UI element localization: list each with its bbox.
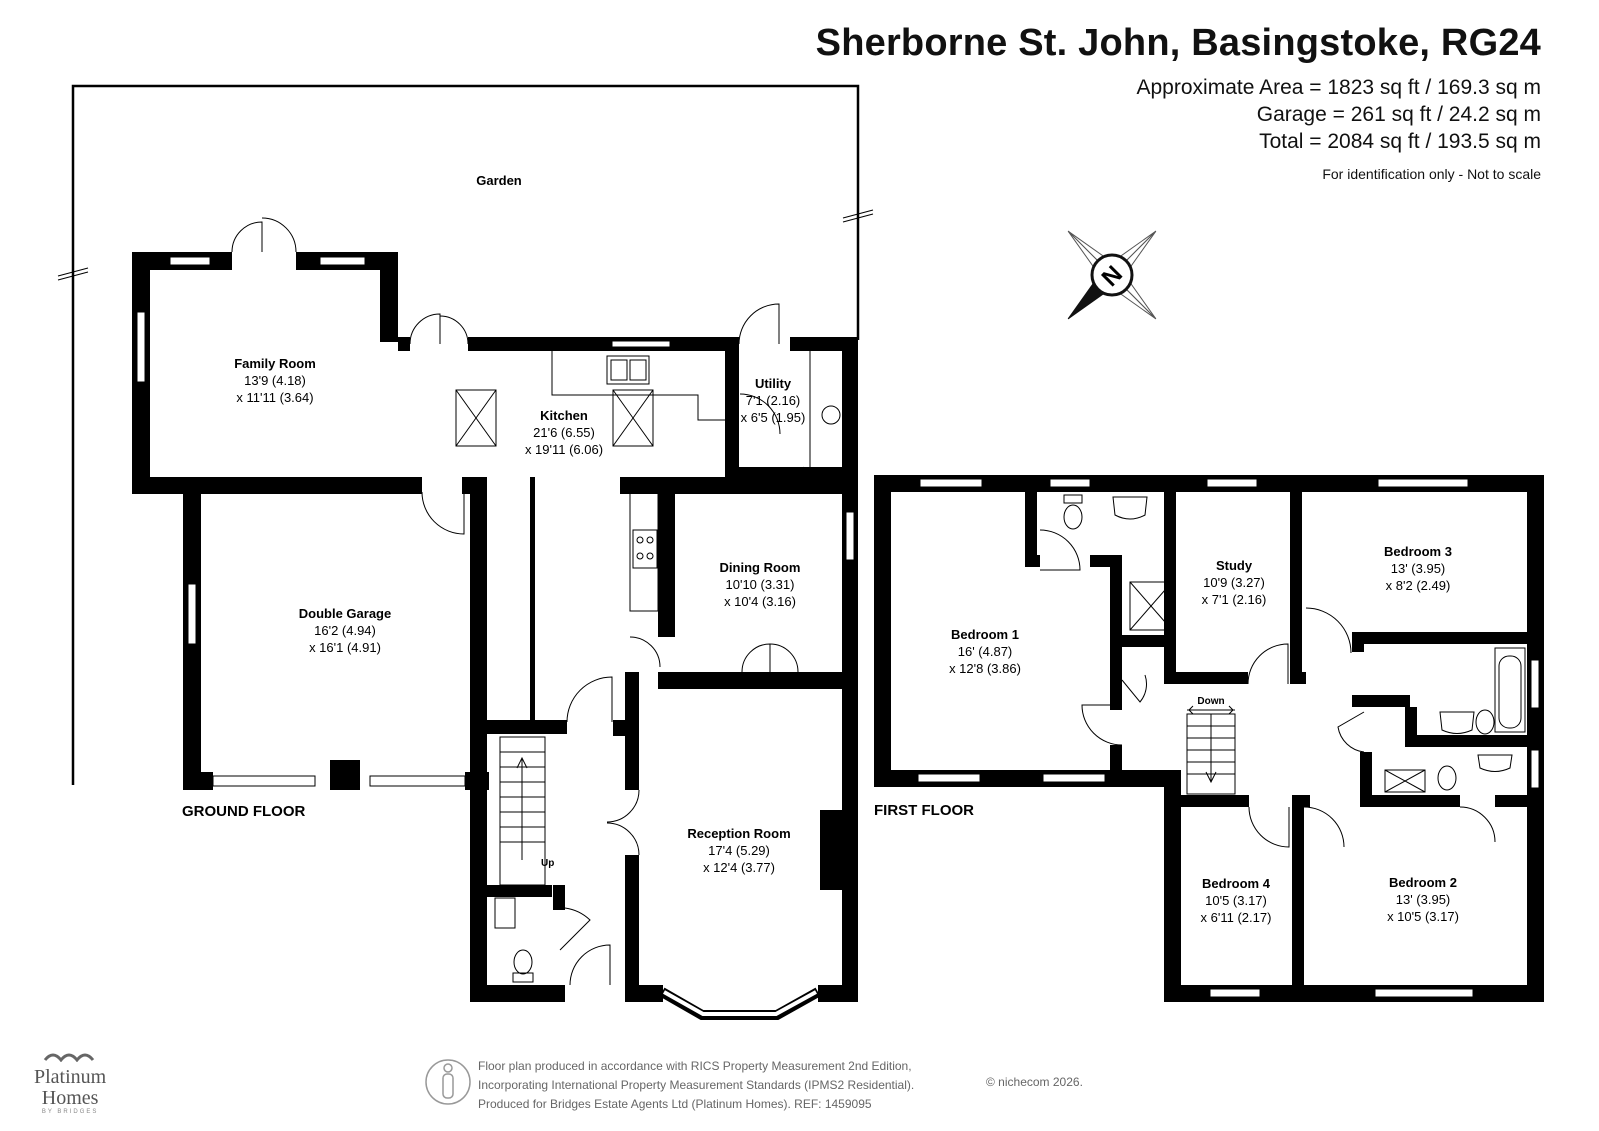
room-dimension: 10'5 (3.17) [1205,893,1267,908]
room-reception-room: Reception Room 17'4 (5.29) x 12'4 (3.77) [687,826,790,875]
room-dimension: 10'10 (3.31) [726,577,795,592]
room-dimension: 7'1 (2.16) [746,393,801,408]
room-dimension: x 16'1 (4.91) [309,640,381,655]
ground-floor-stairs [499,736,546,886]
stairs-up-label: Up [541,858,554,869]
room-dimension: x 6'5 (1.95) [741,410,806,425]
room-dimension: x 6'11 (2.17) [1201,910,1272,925]
room-name: Bedroom 1 [951,627,1019,642]
room-dimension: 21'6 (6.55) [533,425,595,440]
room-dimension: x 7'1 (2.16) [1202,592,1267,607]
room-name: Kitchen [540,408,588,423]
room-name: Reception Room [687,826,790,841]
first-floor-windows [917,478,1540,998]
room-bedroom-3: Bedroom 3 13' (3.95) x 8'2 (2.49) [1384,544,1452,593]
room-double-garage: Double Garage 16'2 (4.94) x 16'1 (4.91) [299,606,391,655]
first-floor-doors [1039,529,1496,848]
room-dimension: x 11'11 (3.64) [236,390,313,405]
room-name: Bedroom 3 [1384,544,1452,559]
room-name: Bedroom 4 [1202,876,1271,891]
ground-floor-doors [231,217,799,986]
ground-floor-windows [136,256,855,787]
approximate-area: Approximate Area = 1823 sq ft / 169.3 sq… [1136,76,1542,99]
room-utility: Utility 7'1 (2.16) x 6'5 (1.95) [741,376,806,425]
room-dimension: x 19'11 (6.06) [525,442,603,457]
room-bedroom-1: Bedroom 1 16' (4.87) x 12'8 (3.86) [949,627,1021,676]
room-dimension: 16' (4.87) [958,644,1013,659]
brand-name-line: Homes [41,1087,99,1109]
room-dimension: 13' (3.95) [1391,561,1446,576]
room-study: Study 10'9 (3.27) x 7'1 (2.16) [1202,558,1267,607]
footer-disclaimer: Floor plan produced in accordance with R… [478,1057,914,1114]
room-bedroom-4: Bedroom 4 10'5 (3.17) x 6'11 (2.17) [1201,876,1272,925]
room-kitchen: Kitchen 21'6 (6.55) x 19'11 (6.06) [525,408,603,457]
room-dimension: 10'9 (3.27) [1203,575,1265,590]
bay-window-glazing [663,990,817,1016]
garage-area: Garage = 261 sq ft / 24.2 sq m [1256,103,1541,126]
footer-line: Incorporating International Property Mea… [478,1078,915,1092]
footer-line: Floor plan produced in accordance with R… [478,1059,912,1073]
room-family-room: Family Room 13'9 (4.18) x 11'11 (3.64) [234,356,316,405]
room-name: Bedroom 2 [1389,875,1457,890]
wc-fittings [494,897,534,983]
brand-tagline: BY BRIDGES [41,1109,99,1115]
bathroom-fittings [1063,494,1526,793]
garden-boundary [57,84,874,785]
room-dimension: 16'2 (4.94) [314,623,376,638]
room-bedroom-2: Bedroom 2 13' (3.95) x 10'5 (3.17) [1387,875,1459,924]
rics-person-icon [425,1059,471,1105]
room-name: Family Room [234,356,316,371]
room-name: Utility [755,376,792,391]
copyright-notice: © nichecom 2026. [986,1075,1083,1089]
room-dimension: 17'4 (5.29) [708,843,770,858]
stairs-down-label: Down [1197,696,1224,707]
room-dimension: x 12'8 (3.86) [949,661,1021,676]
room-dining-room: Dining Room 10'10 (3.31) x 10'4 (3.16) [720,560,801,609]
brand-logo: Platinum Homes BY BRIDGES [34,1049,106,1115]
compass-rose-icon [1067,230,1157,320]
first-floor-stairs [1186,705,1236,795]
room-dimension: 13'9 (4.18) [244,373,306,388]
room-dimension: x 8'2 (2.49) [1386,578,1451,593]
brand-wave-icon [43,1053,95,1063]
room-dimension: x 10'5 (3.17) [1387,909,1459,924]
total-area: Total = 2084 sq ft / 193.5 sq m [1259,130,1541,153]
room-name: Double Garage [299,606,391,621]
room-dimension: x 10'4 (3.16) [724,594,796,609]
room-name: Dining Room [720,560,801,575]
kitchen-fittings [455,351,841,612]
brand-name-line: Platinum [34,1066,107,1088]
footer-line: Produced for Bridges Estate Agents Ltd (… [478,1097,872,1111]
room-dimension: x 12'4 (3.77) [703,860,775,875]
room-name: Study [1216,558,1253,573]
property-address-title: Sherborne St. John, Basingstoke, RG24 [815,22,1541,64]
identification-note: For identification only - Not to scale [1322,166,1541,182]
first-floor-label: FIRST FLOOR [874,802,974,819]
garden-label: Garden [476,173,522,188]
ground-floor-label: GROUND FLOOR [182,803,305,820]
room-dimension: 13' (3.95) [1396,892,1451,907]
